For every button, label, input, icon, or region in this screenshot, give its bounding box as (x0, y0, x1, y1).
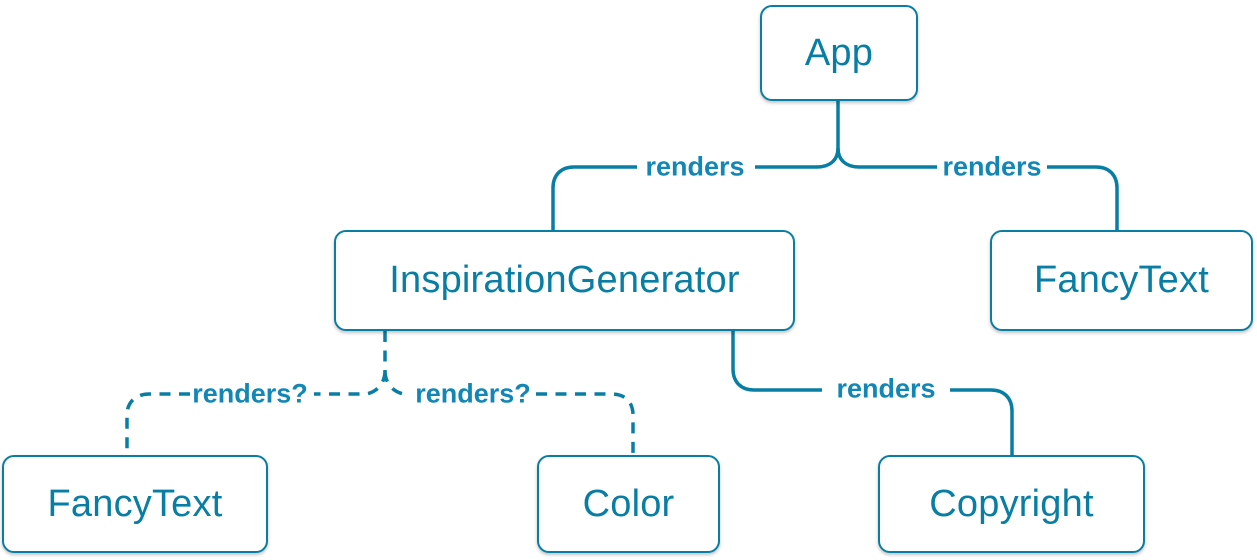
edge-label-renders-copyright: renders (836, 373, 936, 404)
node-copyright: Copyright (878, 455, 1145, 553)
edge-inspirationgenerator-to-copyright (731, 331, 1014, 456)
edge-inspirationgenerator-to-color (383, 370, 635, 454)
edge-label-renders-app-inspirationgenerator: renders (645, 151, 745, 182)
node-fancy-text-bottom: FancyText (2, 455, 268, 553)
node-app: App (760, 5, 918, 101)
node-fancy-text-top: FancyText (990, 230, 1253, 331)
edge-label-renders-question-fancytext: renders? (192, 378, 308, 409)
edge-label-renders-question-color: renders? (415, 378, 531, 409)
edge-app-to-fancytext (836, 147, 1119, 231)
node-inspiration-generator: InspirationGenerator (334, 230, 795, 331)
node-color: Color (537, 455, 720, 553)
edge-label-renders-app-fancytext: renders (942, 151, 1042, 182)
